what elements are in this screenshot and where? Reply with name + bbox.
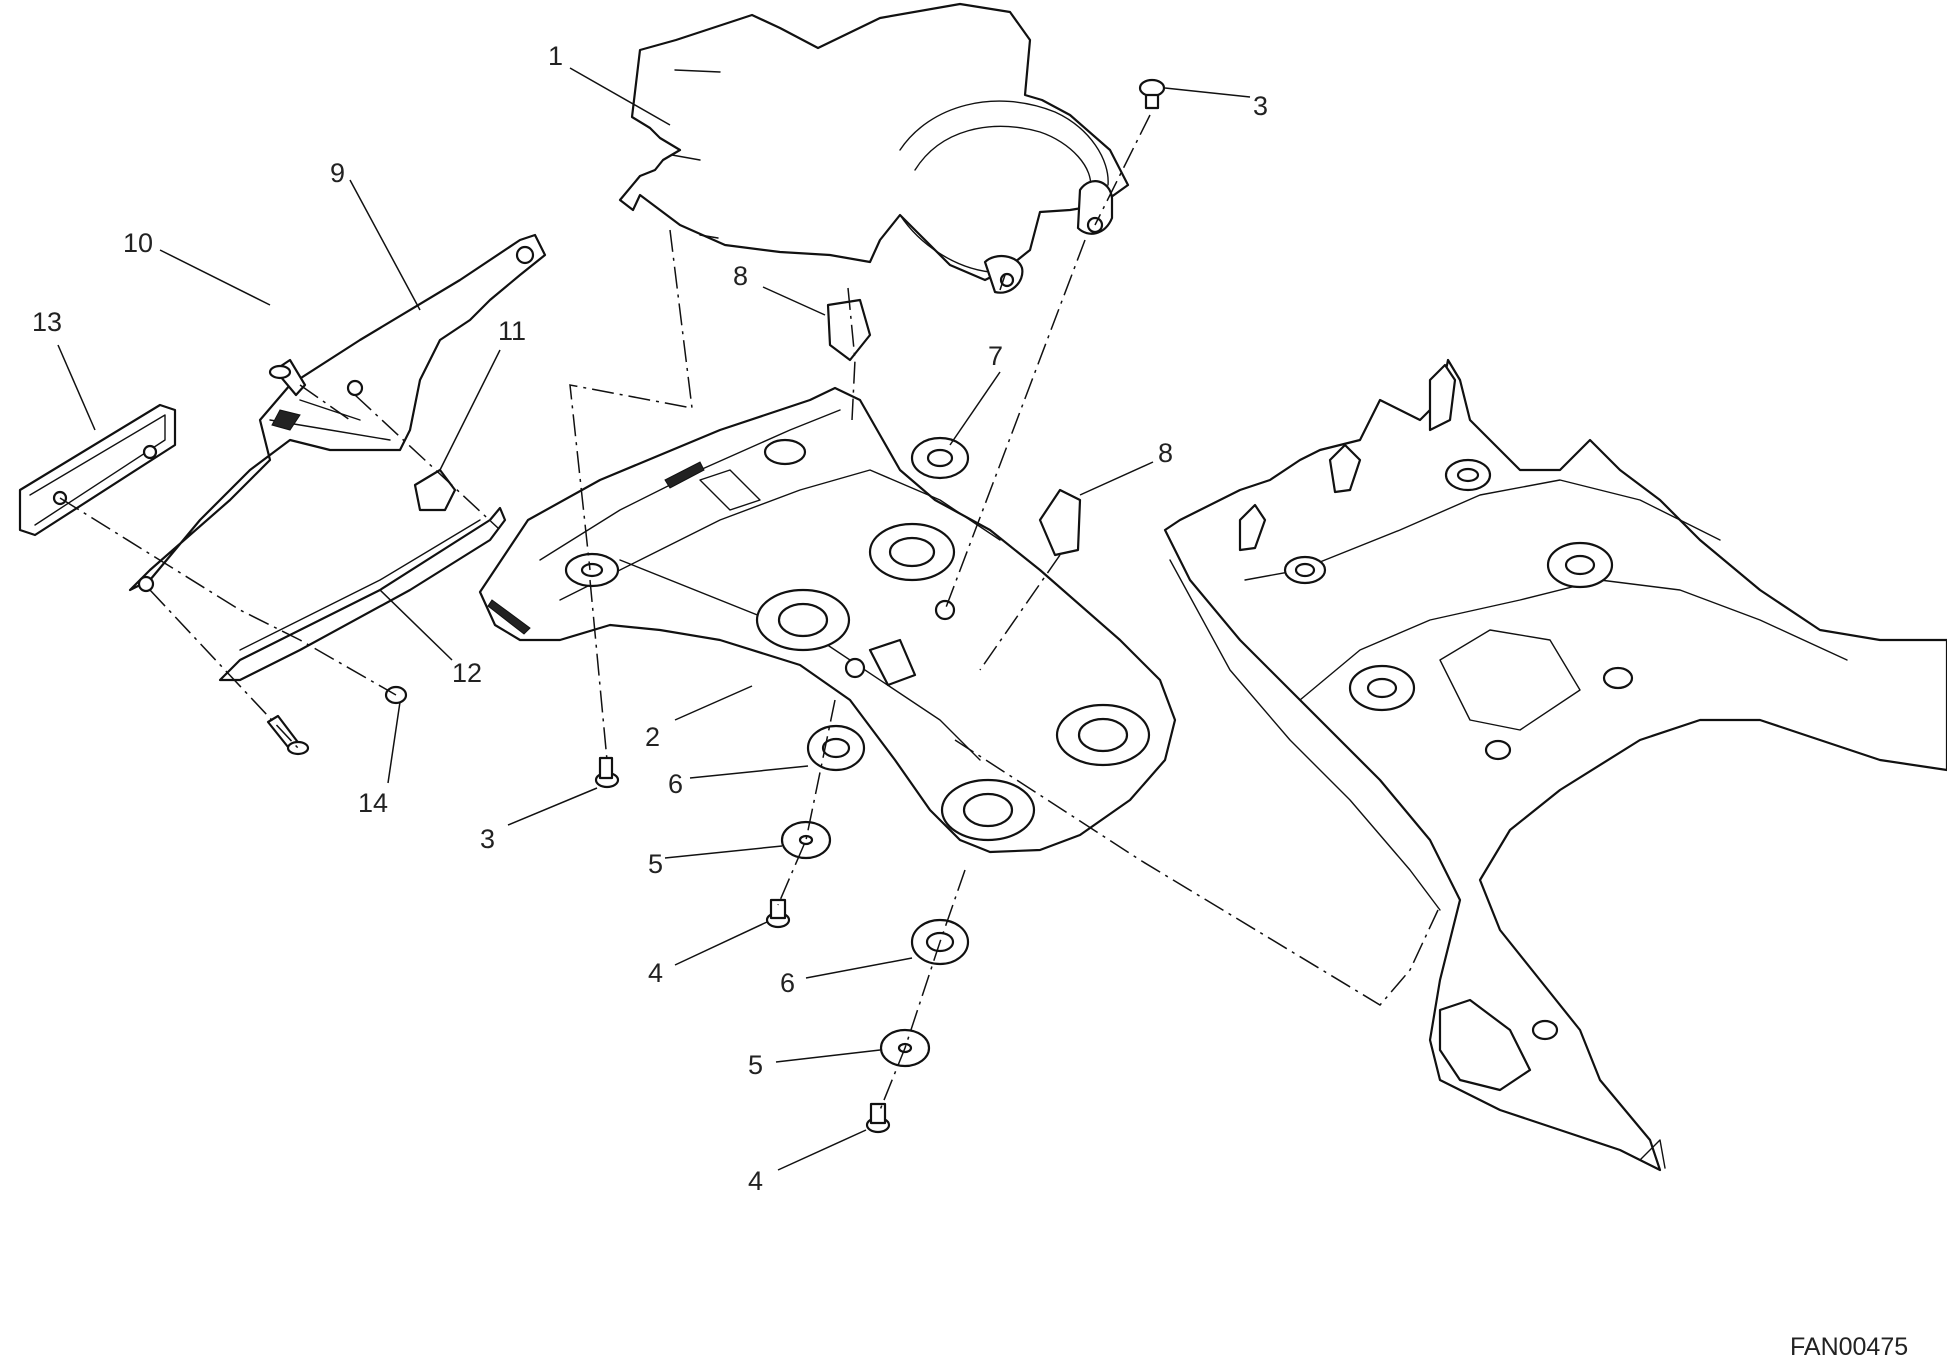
figure-code: FAN00475 [1790, 1333, 1908, 1359]
callout-5-lower: 5 [748, 1050, 763, 1080]
callout-13: 13 [32, 307, 62, 337]
callout-6-lower: 6 [780, 968, 795, 998]
callout-7: 7 [988, 341, 1003, 371]
callout-1: 1 [548, 41, 563, 71]
callout-5-upper: 5 [648, 849, 663, 879]
callout-10: 10 [123, 228, 153, 258]
callout-8-right: 8 [1158, 438, 1173, 468]
callout-3-top: 3 [1253, 91, 1268, 121]
part-9-plate-support [128, 233, 547, 593]
callout-11: 11 [498, 316, 526, 346]
callout-6-upper: 6 [668, 769, 683, 799]
rear-subframe [1163, 358, 1947, 1172]
callout-8-top: 8 [733, 261, 748, 291]
fasteners [266, 78, 1166, 1134]
callout-2: 2 [645, 722, 660, 752]
callout-4-upper: 4 [648, 958, 663, 988]
callout-4-lower: 4 [748, 1166, 763, 1196]
part-12-plate-light [218, 506, 507, 682]
callout-14: 14 [358, 788, 388, 818]
leader-lines [57, 67, 1251, 1171]
callout-9: 9 [330, 158, 345, 188]
assembly-lines [59, 114, 1439, 1111]
part-1-tail-cover [618, 2, 1130, 294]
callout-12: 12 [452, 658, 482, 688]
callout-labels: 1 3 9 10 13 11 12 14 7 8 8 2 3 6 5 4 6 5… [32, 41, 1268, 1196]
part-2-license-bracket [478, 386, 1177, 854]
callout-3-left: 3 [480, 824, 495, 854]
part-13-reflector [18, 403, 177, 537]
